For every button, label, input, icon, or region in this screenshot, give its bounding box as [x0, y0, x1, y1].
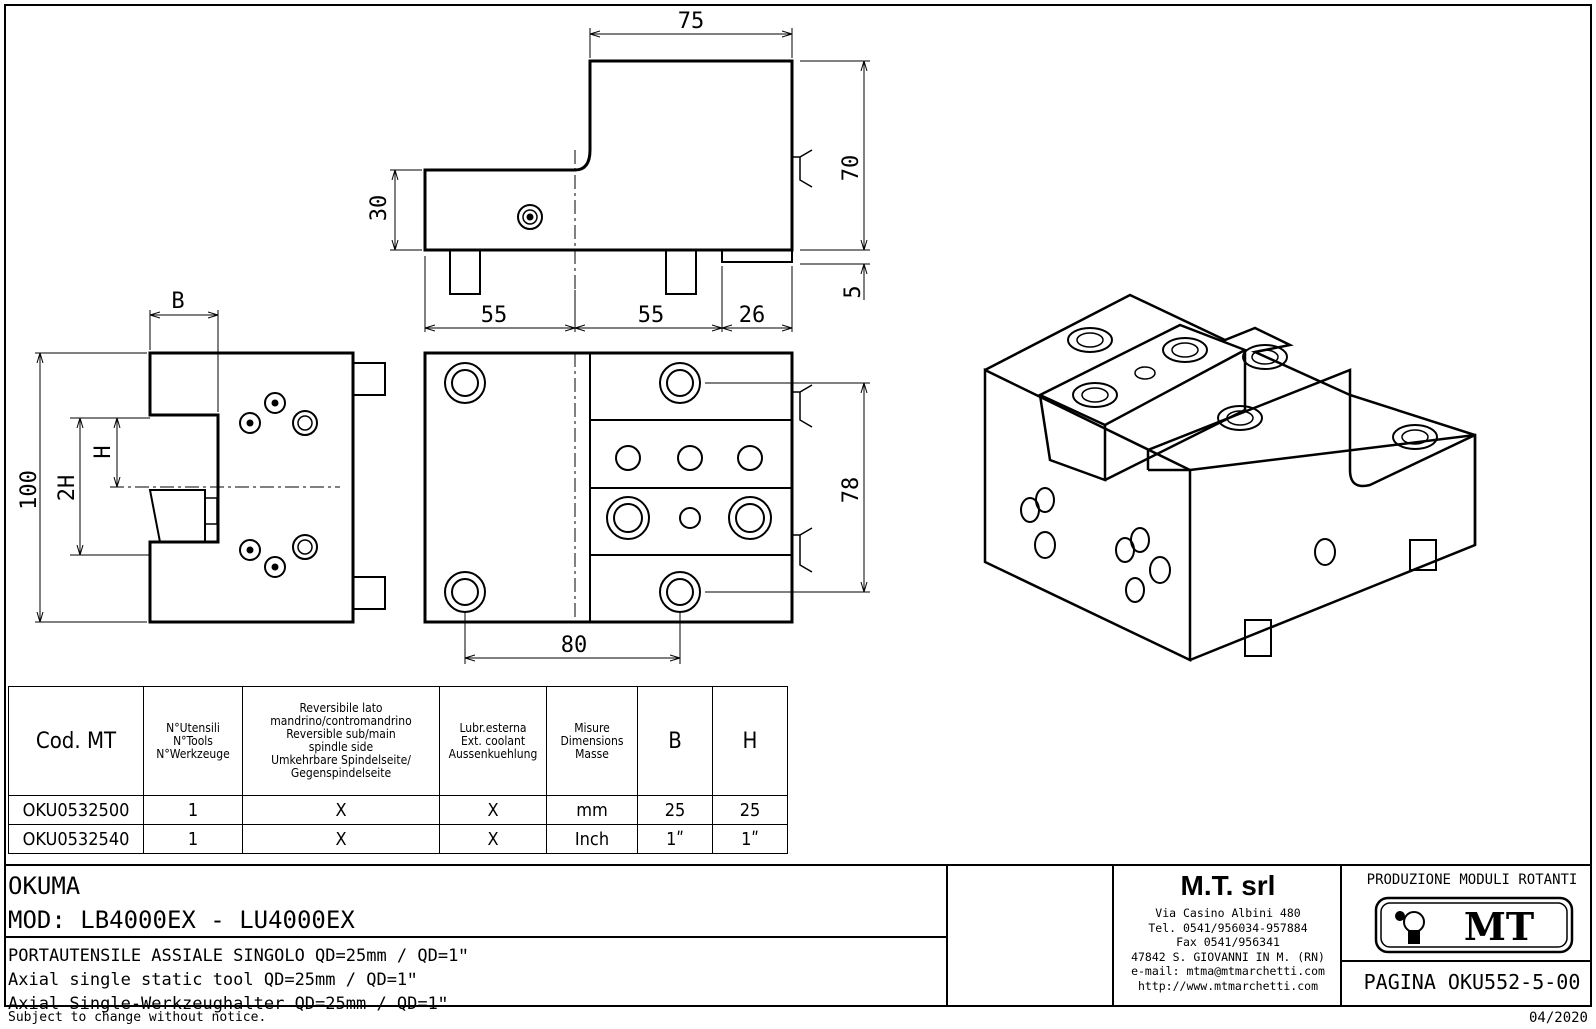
description-en: Axial single static tool QD=25mm / QD=1ʺ — [8, 970, 418, 990]
notice-text: Subject to change without notice. — [8, 1010, 267, 1025]
title-block: OKUMA MOD: LB4000EX - LU4000EX PORTAUTEN… — [4, 864, 1592, 1014]
isometric-view — [983, 293, 1477, 662]
dim-55-b: 55 — [638, 303, 665, 328]
page-code: PAGINA OKU552-5-00 — [1363, 970, 1581, 994]
dim-26: 26 — [739, 303, 766, 328]
col-b: B — [637, 686, 713, 796]
machine-name: OKUMA — [8, 872, 81, 900]
tool-head-icon — [1395, 911, 1425, 944]
dim-H: H — [91, 445, 116, 458]
description-it: PORTAUTENSILE ASSIALE SINGOLO QD=25mm / … — [8, 946, 469, 966]
company-name: M.T. srl — [1180, 870, 1276, 901]
table-row: OKU0532500 1 X X mm 25 25 — [8, 795, 788, 825]
dim-55-a: 55 — [481, 303, 508, 328]
front-view — [423, 351, 870, 664]
production-label: PRODUZIONE MODULI ROTANTI — [1366, 872, 1578, 888]
top-view — [390, 28, 870, 332]
dim-100: 100 — [17, 470, 42, 510]
dim-30: 30 — [367, 195, 392, 222]
dim-75: 75 — [678, 9, 705, 34]
dim-70: 70 — [839, 155, 864, 182]
mt-logo: MT — [1374, 896, 1574, 954]
revision-date: 04/2020 — [1528, 1010, 1588, 1026]
model-name: MOD: LB4000EX - LU4000EX — [8, 906, 355, 934]
dim-2H: 2H — [55, 475, 80, 502]
company-address: Via Casino Albini 480 Tel. 0541/956034-9… — [1131, 906, 1325, 993]
side-view — [35, 310, 386, 624]
svg-text:MT: MT — [1464, 904, 1534, 949]
dim-80: 80 — [561, 633, 588, 658]
drawing-frame — [4, 4, 1592, 1007]
table-row: OKU0532540 1 X X Inch 1ʺ 1ʺ — [8, 824, 788, 854]
dim-5: 5 — [841, 285, 866, 298]
col-code: Cod. MT — [8, 686, 144, 796]
dim-78: 78 — [839, 477, 864, 504]
col-h: H — [712, 686, 788, 796]
dim-B: B — [171, 289, 184, 314]
description-de: Axial Single-Werkzeughalter QD=25mm / QD… — [8, 994, 449, 1014]
